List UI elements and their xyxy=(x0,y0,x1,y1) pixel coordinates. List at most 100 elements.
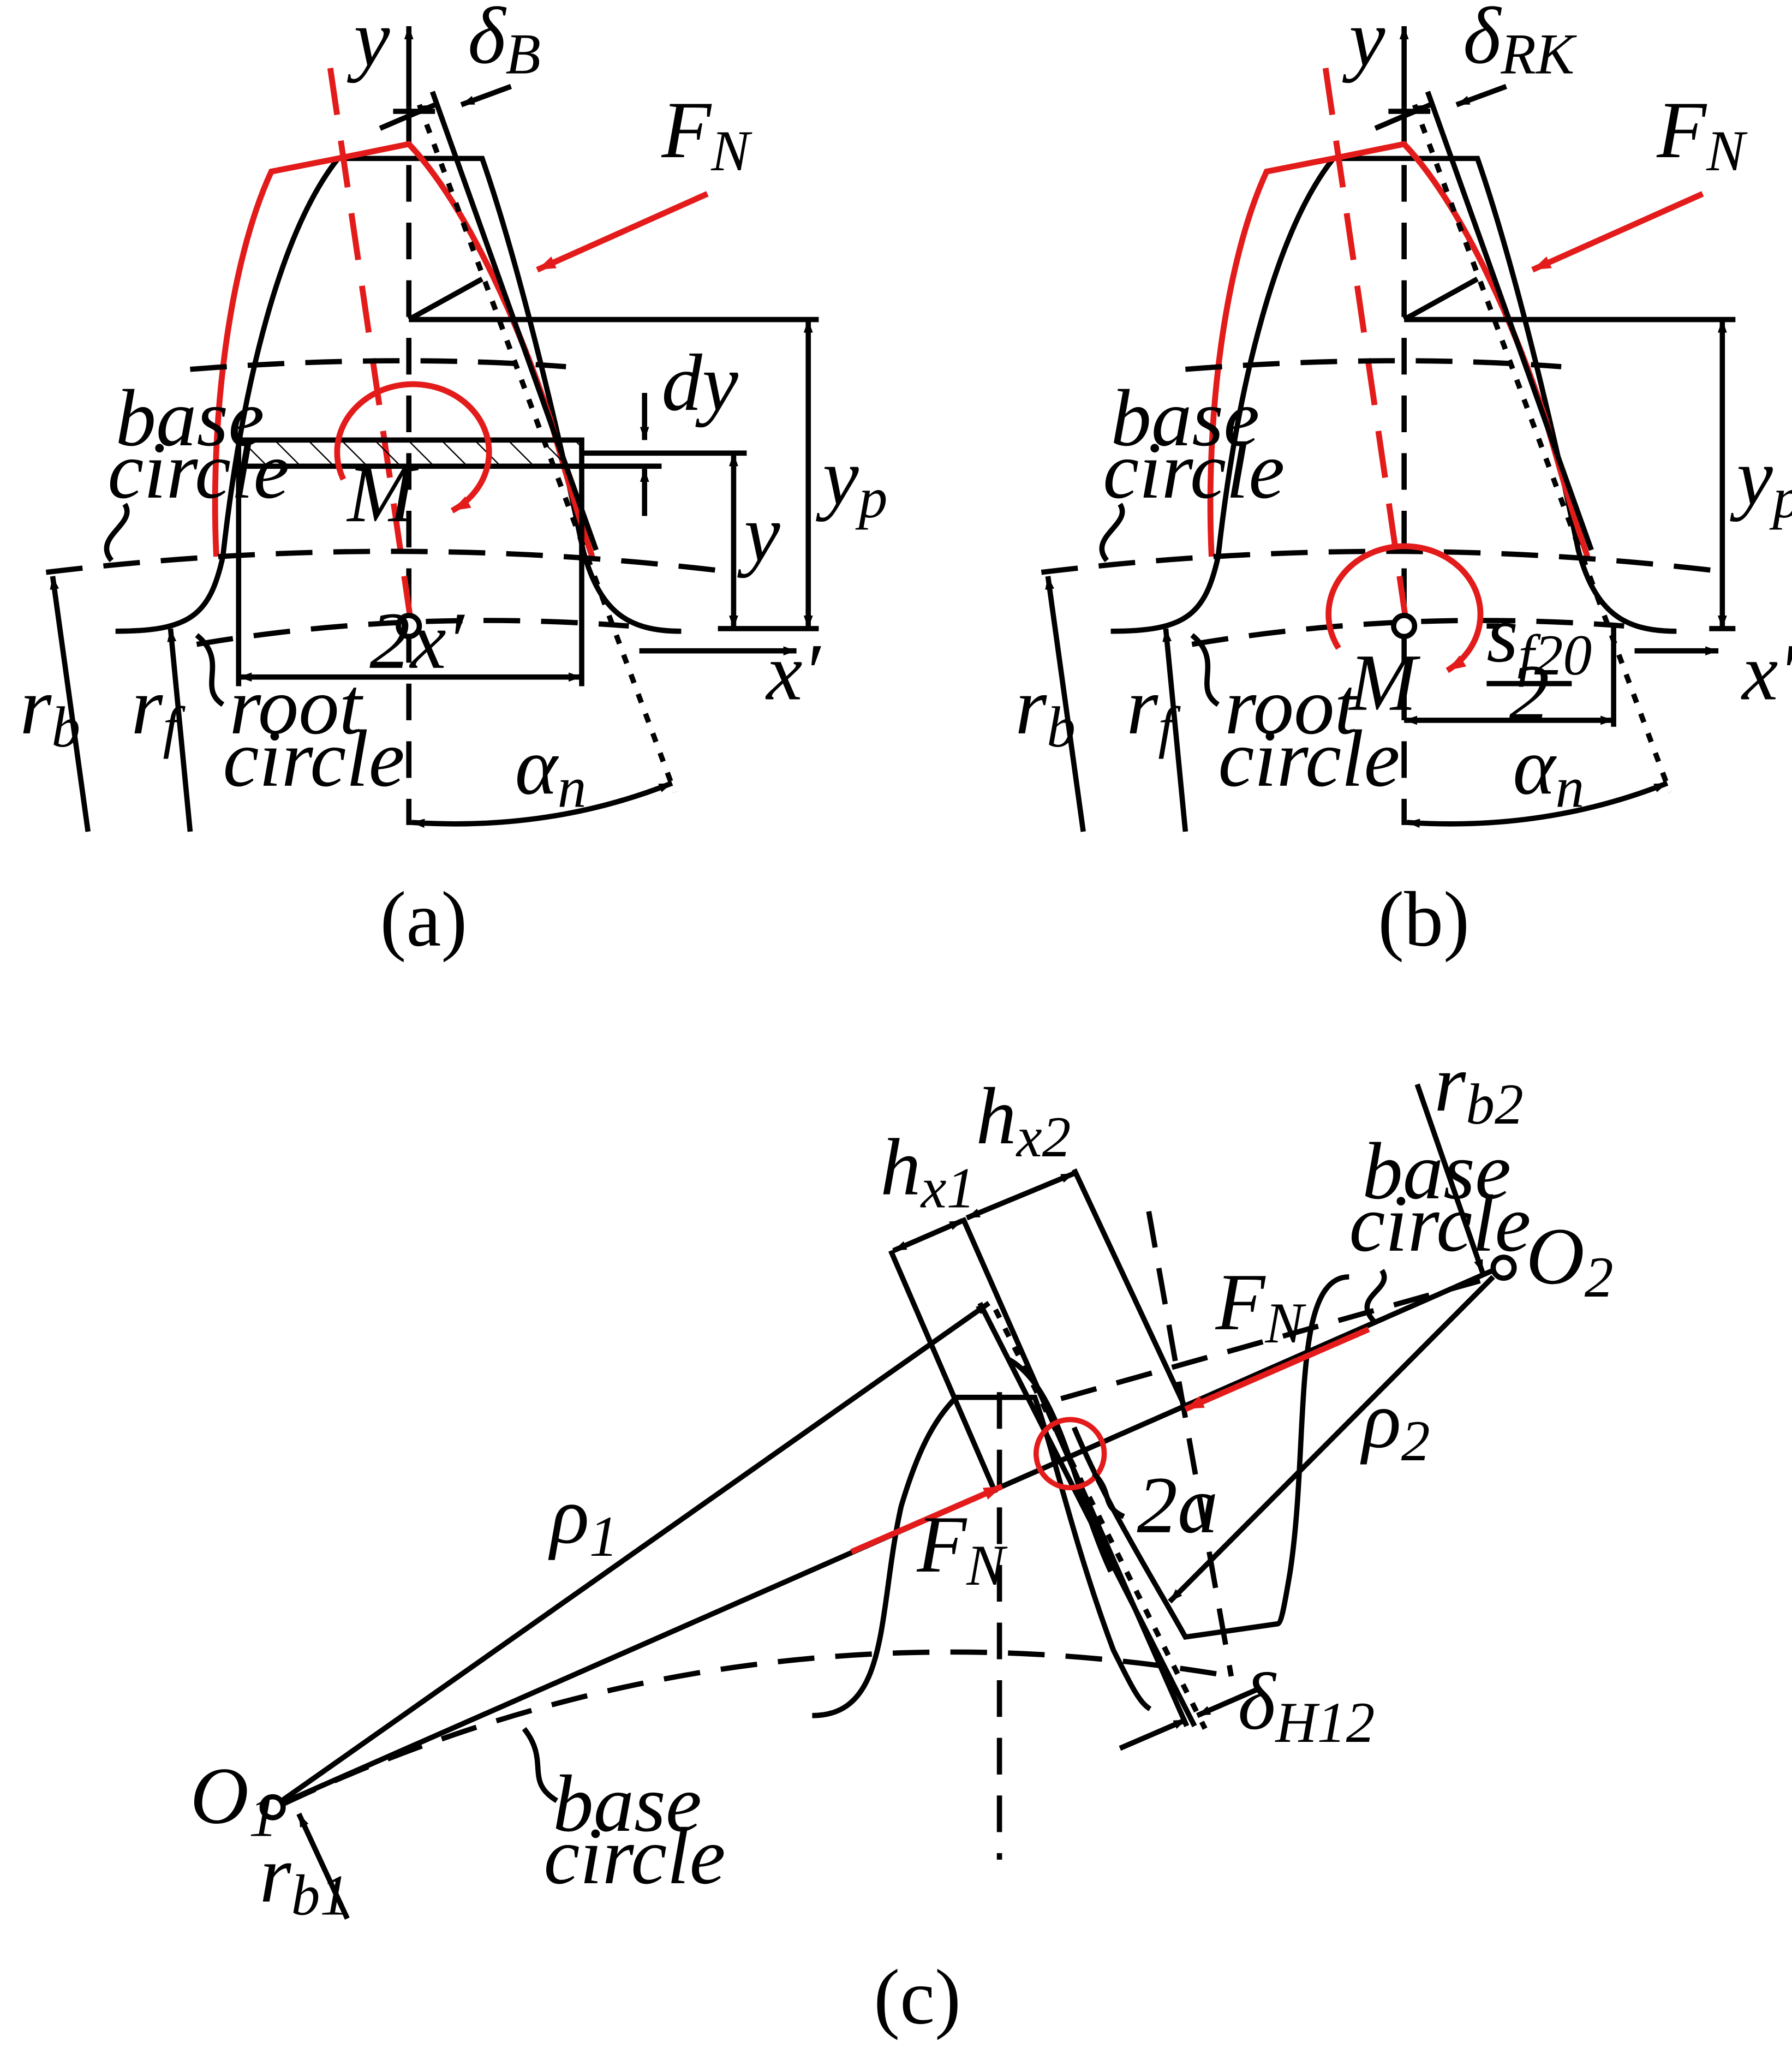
base-circle-label-1: base xyxy=(1111,373,1260,463)
root-circle-label-2: circle xyxy=(1218,714,1400,804)
caption-b: (b) xyxy=(1378,876,1470,963)
base-circle-arc xyxy=(1041,548,1729,575)
force-label: FN xyxy=(1656,85,1748,183)
alpha-label: αn xyxy=(515,721,587,819)
pressure-line xyxy=(416,104,677,793)
hx1-extension xyxy=(888,1249,998,1494)
base-circle-1-label-1: base xyxy=(553,1759,702,1849)
base-circle-label-2: circle xyxy=(1103,426,1285,516)
rb1-label: rb1 xyxy=(260,1830,349,1927)
panel-a: y δB FN dy yp y M base circle 2x′ x′ rb … xyxy=(20,0,887,963)
normal-force-arrow-1 xyxy=(850,1483,1003,1555)
base-circle-1-leader xyxy=(522,1727,558,1803)
deflected-centerline xyxy=(327,68,415,626)
yp-label: yp xyxy=(1730,432,1792,530)
normal-force-arrow xyxy=(1531,191,1704,273)
sf-denominator: 2 xyxy=(1509,648,1549,738)
delta-arrow-left xyxy=(1119,1717,1188,1751)
rho1-label: ρ1 xyxy=(548,1471,618,1568)
hx1-label: hx1 xyxy=(880,1122,975,1220)
root-circle-leader xyxy=(195,633,225,707)
alpha-label: αn xyxy=(1513,721,1584,819)
force-label: FN xyxy=(661,85,752,183)
contact-line-1 xyxy=(977,1301,1197,1728)
x-prime-label: x′ xyxy=(765,628,821,718)
delta-h12-label: δH12 xyxy=(1238,1657,1375,1754)
load-lever-line xyxy=(407,276,483,322)
contact-leader xyxy=(1091,1471,1125,1519)
hx2-label: hx2 xyxy=(976,1071,1071,1169)
gear2-tooth-profile xyxy=(1071,1274,1349,1640)
y-axis-label: y xyxy=(347,0,390,83)
rf-arrow xyxy=(167,628,193,832)
base-circle-arc xyxy=(45,548,734,575)
moment-label: M xyxy=(1348,638,1420,728)
contact-line-2 xyxy=(960,1216,1190,1727)
rf-label: rf xyxy=(131,661,186,759)
base-circle-label-2: circle xyxy=(107,426,289,516)
pitch-circle-arc xyxy=(190,358,566,372)
rb1-arrow xyxy=(296,1812,350,1920)
rf-arrow xyxy=(1162,628,1188,832)
rb-arrow xyxy=(50,576,91,832)
alpha-angle-arrow xyxy=(1406,780,1669,828)
base-circle-2-label-2: circle xyxy=(1349,1179,1531,1269)
rb-label: rb xyxy=(20,661,80,759)
caption-a: (a) xyxy=(380,876,467,963)
delta-arrow-right xyxy=(1455,83,1508,108)
delta-label: δB xyxy=(468,0,541,86)
contact-line-dotted xyxy=(993,1308,1208,1730)
contact-zone-circle xyxy=(1033,1417,1107,1491)
root-circle-leader xyxy=(1190,633,1220,707)
base-circle-2-leader xyxy=(1364,1269,1387,1325)
sf-numerator: sf20 xyxy=(1486,589,1592,687)
alpha-angle-arrow xyxy=(411,780,673,828)
delta-arrow-right xyxy=(1196,1687,1259,1718)
normal-force-arrow xyxy=(536,191,709,273)
base-circle-2-arc xyxy=(1060,1278,1481,1401)
rb-arrow xyxy=(1045,576,1086,832)
pressure-line xyxy=(1412,104,1672,793)
gear2-centerline xyxy=(1146,1211,1234,1677)
moment-arrow xyxy=(334,381,492,513)
rb-label: rb xyxy=(1015,661,1076,759)
pitch-circle-arc xyxy=(1185,358,1562,372)
base-circle-1-label-2: circle xyxy=(543,1811,725,1901)
gear2-center xyxy=(1490,1255,1517,1281)
load-lever-line xyxy=(1402,276,1479,322)
dy-label: dy xyxy=(661,338,738,428)
yp-label: yp xyxy=(816,432,888,530)
delta-label: δRK xyxy=(1463,0,1577,86)
root-circle-arc xyxy=(1191,618,1624,647)
hx1-dimension xyxy=(892,1218,964,1253)
moment-arrow xyxy=(1325,543,1484,673)
panel-b: y δRK FN yp M base circle sf20 2 x′ rb r… xyxy=(1015,0,1792,963)
rho2-line xyxy=(1168,1275,1495,1604)
hx2-extension xyxy=(1072,1168,1188,1409)
contact-width-label: 2a xyxy=(1137,1460,1218,1550)
line-of-action xyxy=(429,91,599,551)
hx2-dimension xyxy=(965,1171,1076,1221)
y-dim-label: y xyxy=(737,488,781,578)
x-prime-label: x′ xyxy=(1741,628,1792,718)
moment-label: M xyxy=(346,449,419,539)
base-circle-leader xyxy=(104,503,130,563)
o1-label: O1 xyxy=(190,1751,277,1849)
y-axis-label: y xyxy=(1342,0,1385,83)
base-circle-leader xyxy=(1099,503,1125,563)
rb2-label: rb2 xyxy=(1434,1038,1523,1136)
rho1-line xyxy=(280,1300,991,1803)
rho2-label: ρ2 xyxy=(1360,1375,1430,1473)
base-circle-label-1: base xyxy=(116,373,265,463)
base-circle-1-arc xyxy=(280,1649,1232,1807)
gear1-tooth-profile xyxy=(812,1394,1152,1718)
normal-force-arrow-2 xyxy=(1184,1326,1370,1412)
origin-circle xyxy=(396,613,422,640)
origin-circle xyxy=(1391,613,1418,640)
root-circle-label-1: root xyxy=(1224,661,1359,751)
root-circle-arc xyxy=(196,618,629,647)
deflected-centerline xyxy=(1322,68,1410,626)
rb2-arrow xyxy=(1414,1083,1485,1274)
o2-label: O2 xyxy=(1526,1211,1613,1309)
